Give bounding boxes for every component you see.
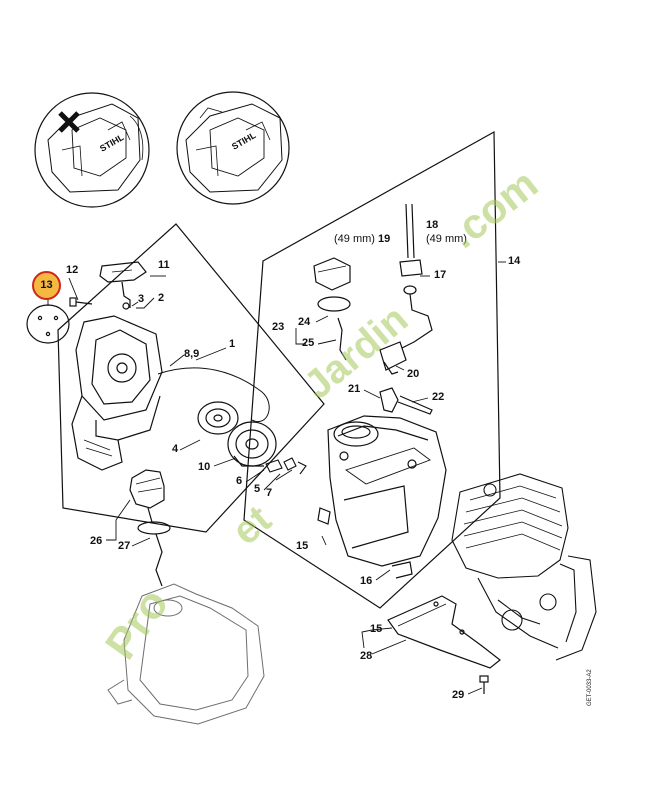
callout-3[interactable]: 3 bbox=[138, 293, 145, 305]
fuel-cap bbox=[129, 469, 171, 587]
callout-15-lower[interactable]: 15 bbox=[370, 623, 383, 635]
callout-20[interactable]: 20 bbox=[407, 368, 420, 380]
cover-plate bbox=[387, 595, 501, 669]
highlight-ring-13 bbox=[32, 271, 61, 300]
lower-fuel-tank bbox=[107, 583, 265, 725]
callout-19[interactable]: 19 bbox=[378, 233, 391, 245]
tank-vent bbox=[313, 257, 351, 361]
callout-17[interactable]: 17 bbox=[434, 269, 447, 281]
callout-18[interactable]: 18 bbox=[426, 219, 439, 231]
callout-10[interactable]: 10 bbox=[198, 461, 211, 473]
engine bbox=[451, 473, 597, 661]
pawls-and-clip bbox=[265, 457, 307, 475]
callout-29[interactable]: 29 bbox=[452, 689, 465, 701]
callout-12[interactable]: 12 bbox=[66, 264, 79, 276]
screw-29 bbox=[479, 675, 489, 694]
fuel-tank bbox=[317, 415, 447, 579]
rope-rotor bbox=[227, 421, 277, 467]
leader-lines bbox=[47, 261, 506, 695]
inset-current-model bbox=[176, 91, 290, 205]
starter-rope bbox=[157, 367, 270, 423]
rewind-spring bbox=[197, 401, 239, 435]
callout-8-9[interactable]: 8,9 bbox=[184, 348, 200, 360]
callout-11[interactable]: 11 bbox=[158, 259, 170, 271]
callout-14[interactable]: 14 bbox=[508, 255, 521, 267]
callout-24[interactable]: 24 bbox=[298, 316, 311, 328]
starter-housing bbox=[71, 315, 163, 471]
callout-15-upper[interactable]: 15 bbox=[296, 540, 309, 552]
starter-cover-disc bbox=[26, 304, 70, 344]
callout-4[interactable]: 4 bbox=[172, 443, 179, 455]
inset-right-brand: STIHL bbox=[230, 130, 258, 152]
callout-26[interactable]: 26 bbox=[90, 535, 103, 547]
callout-6[interactable]: 6 bbox=[236, 475, 243, 487]
inset-crossed-model bbox=[34, 92, 150, 208]
callout-21[interactable]: 21 bbox=[348, 383, 361, 395]
callout-22[interactable]: 22 bbox=[432, 391, 445, 403]
starter-grip bbox=[99, 261, 147, 310]
fuel-line-assembly bbox=[379, 203, 433, 375]
callout-27[interactable]: 27 bbox=[118, 540, 131, 552]
group-outline-tank bbox=[243, 130, 501, 609]
measurement-19: (49 mm) 19 bbox=[334, 234, 390, 245]
callout-5[interactable]: 5 bbox=[254, 483, 261, 495]
group-outline-starter bbox=[57, 223, 325, 533]
measurement-18-value: (49 mm) bbox=[426, 233, 467, 245]
callout-1[interactable]: 1 bbox=[229, 338, 236, 350]
callout-2[interactable]: 2 bbox=[158, 292, 165, 304]
breather-valve bbox=[379, 387, 433, 415]
callout-23[interactable]: 23 bbox=[272, 321, 285, 333]
callout-28[interactable]: 28 bbox=[360, 650, 373, 662]
callout-16[interactable]: 16 bbox=[360, 575, 373, 587]
inset-left-brand: STIHL bbox=[98, 132, 126, 154]
callout-25[interactable]: 25 bbox=[302, 337, 315, 349]
drawing-code: GET-0033-A2 bbox=[587, 669, 593, 706]
callout-7[interactable]: 7 bbox=[266, 487, 273, 499]
screw-12 bbox=[69, 297, 93, 307]
measurement-19-value: (49 mm) bbox=[334, 233, 375, 245]
callout-13[interactable]: 13 bbox=[40, 279, 53, 291]
